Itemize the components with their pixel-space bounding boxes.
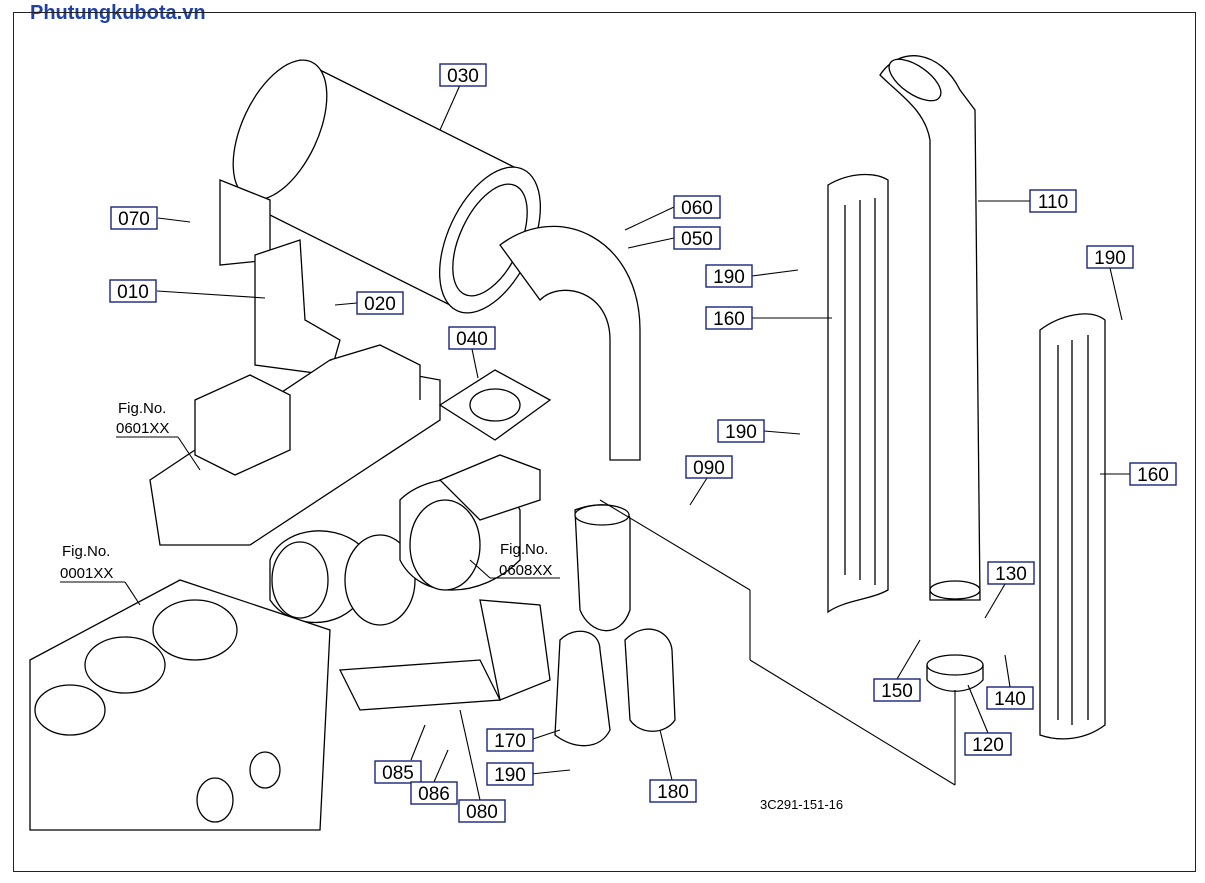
svg-text:0608XX: 0608XX bbox=[499, 562, 552, 579]
svg-text:050: 050 bbox=[681, 229, 713, 250]
callout-170[interactable]: 170 bbox=[486, 728, 534, 752]
svg-text:0601XX: 0601XX bbox=[116, 420, 169, 437]
fig-ref-0001: Fig.No. 0001XX bbox=[60, 543, 141, 606]
callout-110[interactable]: 110 bbox=[1029, 189, 1077, 213]
svg-text:190: 190 bbox=[494, 765, 526, 786]
callout-190d[interactable]: 190 bbox=[486, 762, 534, 786]
svg-text:120: 120 bbox=[972, 735, 1004, 756]
pipe-bracket bbox=[338, 599, 551, 711]
callout-160a[interactable]: 160 bbox=[705, 306, 753, 330]
heat-shield-left bbox=[827, 173, 889, 614]
callout-010[interactable]: 010 bbox=[109, 279, 157, 303]
svg-text:110: 110 bbox=[1038, 192, 1068, 213]
callout-190b[interactable]: 190 bbox=[717, 419, 765, 443]
drawing-code: 3C291-151-16 bbox=[760, 797, 843, 812]
svg-text:086: 086 bbox=[418, 784, 450, 805]
callout-040[interactable]: 040 bbox=[448, 326, 496, 350]
callout-086[interactable]: 086 bbox=[410, 781, 458, 805]
svg-text:030: 030 bbox=[447, 66, 479, 87]
tail-pipe bbox=[879, 55, 981, 601]
callout-120[interactable]: 120 bbox=[964, 732, 1012, 756]
callout-030[interactable]: 030 bbox=[439, 63, 487, 87]
fig-ref-0608: Fig.No. 0608XX bbox=[469, 541, 560, 579]
gasket-part bbox=[438, 369, 552, 441]
callout-140[interactable]: 140 bbox=[986, 686, 1034, 710]
leader-lines bbox=[156, 84, 1130, 801]
svg-text:160: 160 bbox=[713, 309, 745, 330]
svg-text:170: 170 bbox=[494, 731, 526, 752]
svg-text:140: 140 bbox=[994, 689, 1026, 710]
callout-050[interactable]: 050 bbox=[673, 226, 721, 250]
svg-text:180: 180 bbox=[657, 782, 689, 803]
callout-090[interactable]: 090 bbox=[685, 455, 733, 479]
heat-shield-right bbox=[1039, 313, 1106, 740]
diagram-frame bbox=[13, 12, 1196, 872]
callout-020[interactable]: 020 bbox=[356, 291, 404, 315]
bracket-part bbox=[219, 179, 341, 376]
callout-130[interactable]: 130 bbox=[987, 561, 1035, 585]
svg-text:Fig.No.: Fig.No. bbox=[500, 541, 548, 558]
svg-text:150: 150 bbox=[881, 681, 913, 702]
callout-190c[interactable]: 190 bbox=[1086, 245, 1134, 269]
callout-085[interactable]: 085 bbox=[374, 760, 422, 784]
svg-text:085: 085 bbox=[382, 763, 414, 784]
svg-text:190: 190 bbox=[1094, 248, 1126, 269]
outlet-pipe bbox=[554, 504, 676, 747]
callout-160b[interactable]: 160 bbox=[1129, 462, 1177, 486]
svg-text:090: 090 bbox=[693, 458, 725, 479]
svg-text:010: 010 bbox=[117, 282, 149, 303]
exhaust-manifold bbox=[149, 344, 441, 546]
svg-text:190: 190 bbox=[725, 422, 757, 443]
callout-190a[interactable]: 190 bbox=[705, 264, 753, 288]
svg-text:0001XX: 0001XX bbox=[60, 565, 113, 582]
svg-text:160: 160 bbox=[1137, 465, 1169, 486]
site-watermark: Phutungkubota.vn bbox=[30, 2, 206, 24]
svg-text:040: 040 bbox=[456, 329, 488, 350]
svg-text:060: 060 bbox=[681, 198, 713, 219]
svg-text:Fig.No.: Fig.No. bbox=[118, 400, 166, 417]
svg-text:070: 070 bbox=[118, 209, 150, 230]
muffler-part bbox=[232, 59, 641, 461]
svg-text:Fig.No.: Fig.No. bbox=[62, 543, 110, 560]
callout-060[interactable]: 060 bbox=[673, 195, 721, 219]
callout-070[interactable]: 070 bbox=[110, 206, 158, 230]
svg-text:190: 190 bbox=[713, 267, 745, 288]
svg-text:080: 080 bbox=[466, 802, 498, 823]
svg-text:130: 130 bbox=[995, 564, 1027, 585]
callout-080[interactable]: 080 bbox=[458, 799, 506, 823]
svg-text:020: 020 bbox=[364, 294, 396, 315]
callout-150[interactable]: 150 bbox=[873, 678, 921, 702]
callout-180[interactable]: 180 bbox=[649, 779, 697, 803]
pipe-clamp bbox=[926, 654, 984, 692]
fig-ref-0601: Fig.No. 0601XX bbox=[116, 400, 201, 471]
engine-block bbox=[29, 579, 331, 831]
